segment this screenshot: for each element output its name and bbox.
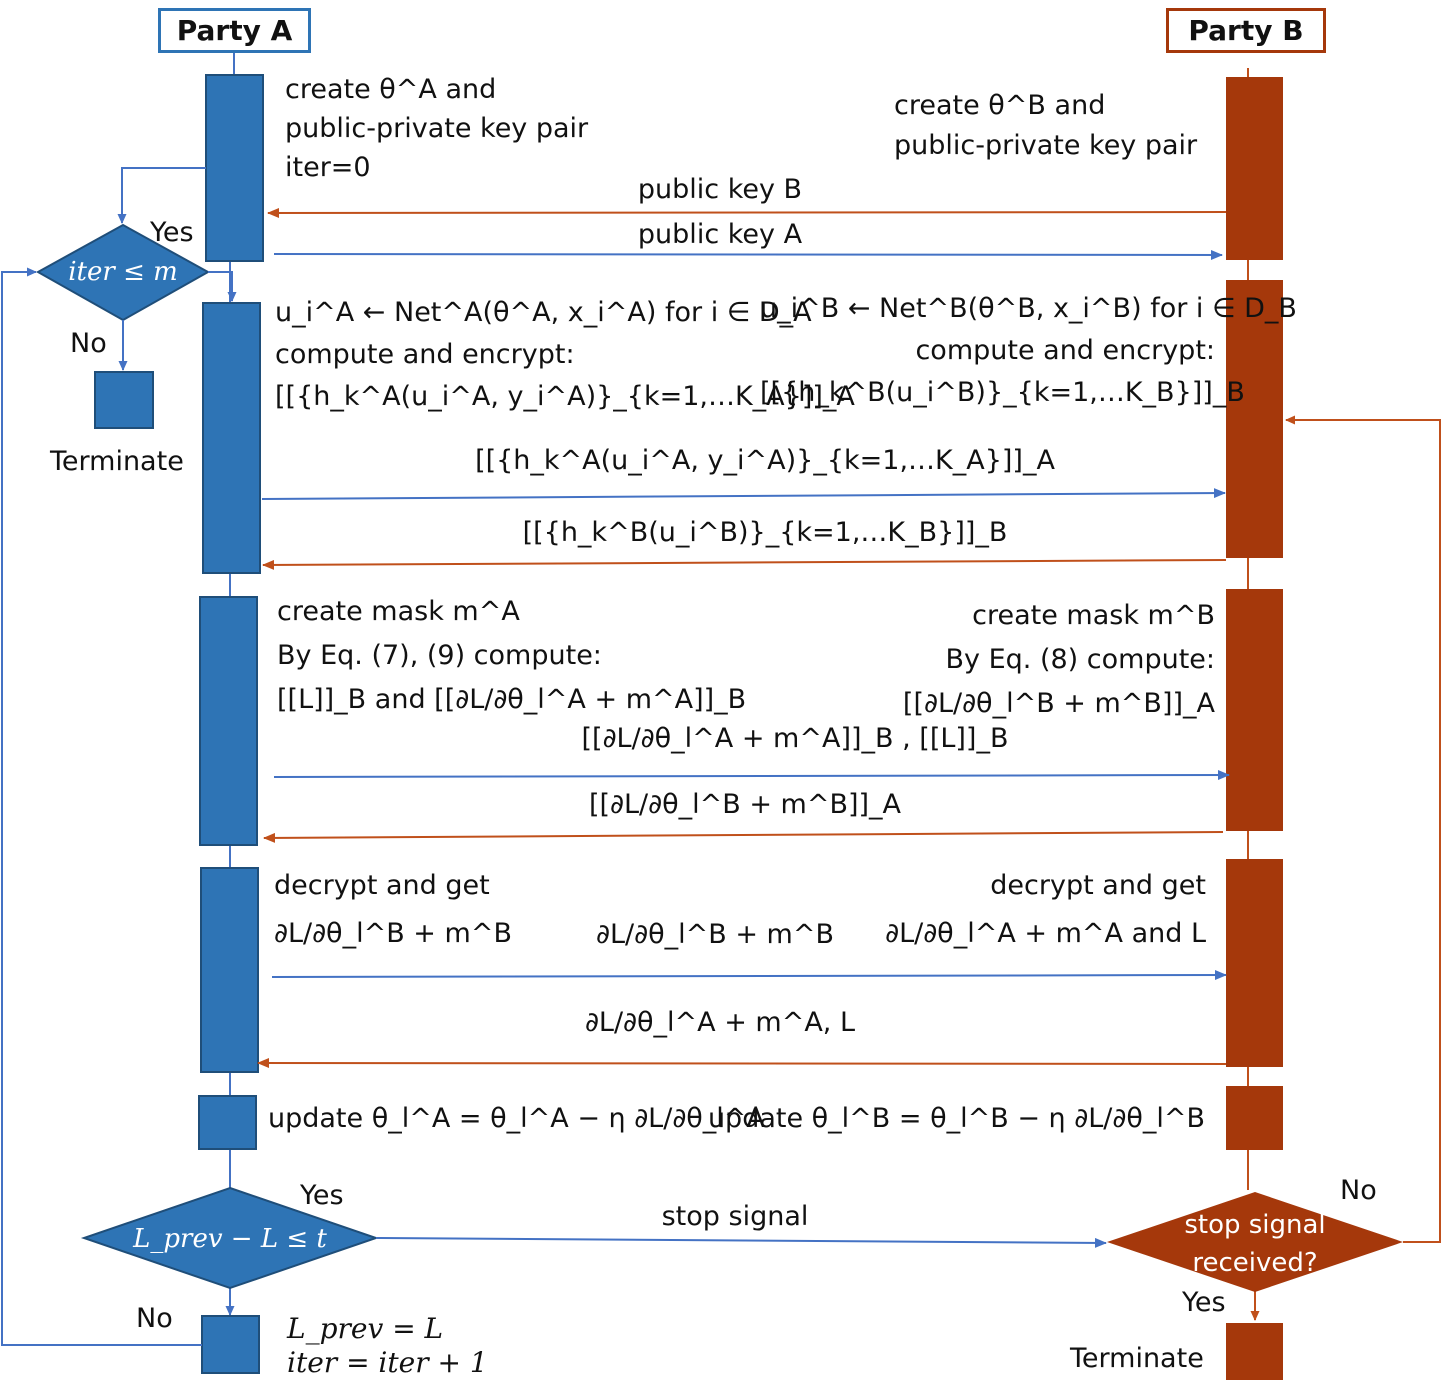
arrow-dec-to-a xyxy=(257,1058,1227,1069)
party-a-init-block xyxy=(205,74,264,262)
party-b-terminate-block xyxy=(1226,1323,1283,1380)
msg-public-key-b: public key B xyxy=(637,174,803,205)
loss-condition-label: L_prev − L ≤ t xyxy=(133,1224,327,1254)
stop-condition-no: No xyxy=(1340,1175,1377,1206)
party-b-terminate-label: Terminate xyxy=(1070,1343,1204,1374)
msg-enc-b: [[{h_k^B(u_i^B)}_{k=1,…K_B}]]_B xyxy=(522,517,1008,548)
arrow-grad-b xyxy=(263,831,1224,843)
loss-condition-yes: Yes xyxy=(300,1180,344,1211)
msg-grad-a: [[∂L/∂θ_l^A + m^A]]_B , [[L]]_B xyxy=(581,723,1009,754)
party-a-decrypt-text: decrypt and get ∂L/∂θ_l^B + m^B xyxy=(274,870,512,949)
arrow-init-to-condition xyxy=(117,167,206,224)
msg-stop-signal: stop signal xyxy=(661,1201,809,1232)
party-b-header: Party B xyxy=(1166,8,1326,53)
party-a-loop-block xyxy=(201,1315,260,1374)
msg-dec-to-b: ∂L/∂θ_l^B + m^B xyxy=(596,919,834,950)
party-a-loop-text: L_prev = L iter = iter + 1 xyxy=(287,1312,488,1379)
stop-condition-yes: Yes xyxy=(1182,1287,1226,1318)
loss-condition-no: No xyxy=(136,1303,173,1334)
msg-dec-to-a: ∂L/∂θ_l^A + m^A, L xyxy=(584,1007,856,1038)
party-b-compute-block xyxy=(1226,280,1283,558)
party-b-mask-text: create mask m^B By Eq. (8) compute: [[∂L… xyxy=(902,600,1215,719)
party-a-update-text: update θ_l^A = θ_l^A − η ∂L/∂θ_l^A xyxy=(268,1103,765,1134)
party-a-mask-text: create mask m^A By Eq. (7), (9) compute:… xyxy=(277,596,747,715)
arrow-grad-a xyxy=(273,770,1230,781)
arrow-loop-back xyxy=(1,267,202,1346)
loss-condition-diamond xyxy=(80,1186,380,1290)
msg-enc-a: [[{h_k^A(u_i^A, y_i^A)}_{k=1,…K_A}]]_A xyxy=(475,445,1055,476)
msg-grad-b: [[∂L/∂θ_l^B + m^B]]_A xyxy=(588,789,902,820)
arrow-condition-yes xyxy=(208,271,237,302)
party-a-update-block xyxy=(198,1095,257,1150)
party-b-decrypt-text: decrypt and get ∂L/∂θ_l^A + m^A and L xyxy=(885,870,1206,949)
iter-condition-label: iter ≤ m xyxy=(68,257,178,287)
stop-condition-label: stop signal received? xyxy=(1184,1210,1326,1278)
party-a-terminate-block xyxy=(94,371,154,429)
arrow-stop-no xyxy=(1285,415,1441,1243)
party-b-init-text: create θ^B and public-private key pair xyxy=(894,90,1198,161)
arrow-stop-signal xyxy=(375,1237,1107,1248)
arrow-public-key-b xyxy=(267,207,1227,218)
party-b-update-block xyxy=(1226,1086,1283,1150)
party-a-compute-text: u_i^A ← Net^A(θ^A, x_i^A) for i ∈ D_A co… xyxy=(275,297,855,412)
party-a-terminate-label: Terminate xyxy=(50,446,184,477)
party-b-compute-text: u_i^B ← Net^B(θ^B, x_i^B) for i ∈ D_B co… xyxy=(760,293,1297,408)
party-b-decrypt-block xyxy=(1226,859,1283,1067)
arrow-public-key-a xyxy=(273,249,1223,260)
party-a-decrypt-block xyxy=(200,867,259,1073)
party-a-compute-block xyxy=(202,302,261,574)
msg-public-key-a: public key A xyxy=(637,219,803,250)
arrow-enc-a xyxy=(261,488,1226,500)
arrow-enc-b xyxy=(262,559,1227,570)
party-a-header: Party A xyxy=(158,8,311,53)
party-a-mask-block xyxy=(199,596,258,846)
arrow-dec-to-b xyxy=(271,970,1227,981)
party-b-init-block xyxy=(1226,77,1283,260)
party-b-update-text: update θ_l^B = θ_l^B − η ∂L/∂θ_l^B xyxy=(707,1103,1205,1134)
party-a-init-text: create θ^A and public-private key pair i… xyxy=(285,74,589,183)
stop-condition-diamond xyxy=(1107,1192,1403,1292)
party-b-mask-block xyxy=(1226,589,1283,831)
iter-condition-no: No xyxy=(70,328,107,359)
iter-condition-yes: Yes xyxy=(150,217,194,248)
